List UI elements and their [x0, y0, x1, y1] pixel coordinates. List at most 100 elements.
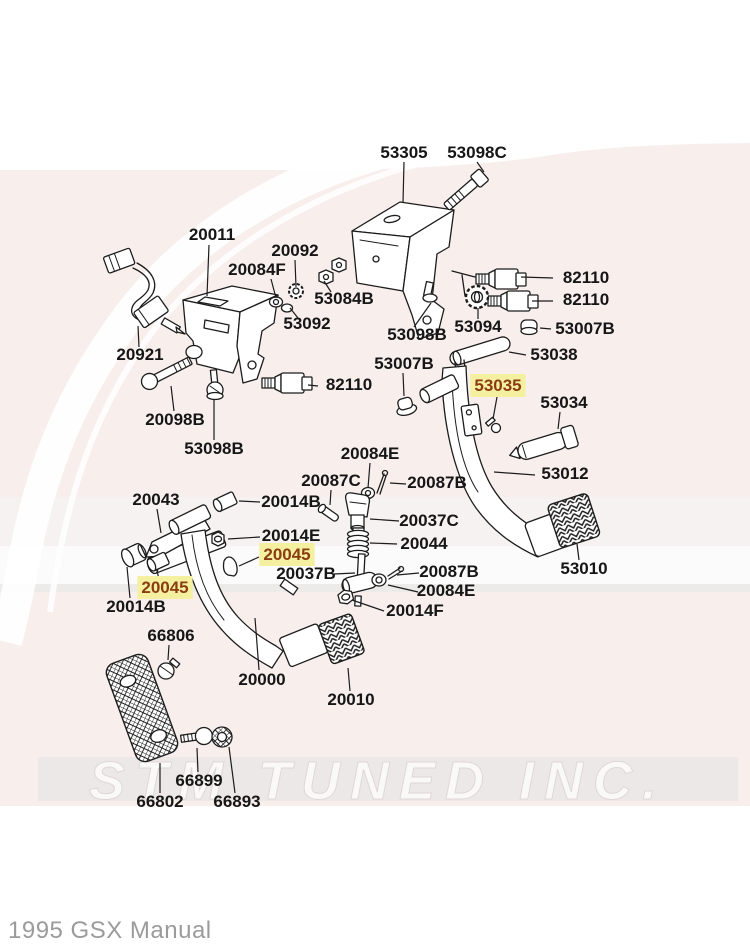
part-label-20921-13: 20921 — [116, 345, 163, 364]
part-label-20014B-25: 20014B — [261, 492, 321, 511]
clevis-parts-drawing — [317, 469, 405, 607]
connector-20921-drawing — [102, 247, 186, 335]
leader-line-20014F-36 — [351, 599, 385, 612]
leader-line-20084F-4 — [270, 278, 277, 299]
leader-line-53007B-11 — [539, 327, 552, 330]
part-label-20087B-23: 20087B — [407, 473, 467, 492]
part-label-53098B-9: 53098B — [387, 325, 447, 344]
leader-line-82110-15 — [307, 384, 319, 387]
part-label-53010-30: 53010 — [560, 559, 607, 578]
leader-line-20092-3 — [294, 259, 297, 288]
part-label-20044-28: 20044 — [400, 534, 448, 553]
capnut-53007B-left-drawing — [396, 396, 418, 417]
part-label-53007B-11: 53007B — [555, 319, 615, 338]
part-label-20045-29: 20045 — [263, 545, 310, 564]
part-label-53012-21: 53012 — [541, 464, 588, 483]
part-label-20084E-20: 20084E — [341, 444, 400, 463]
part-label-82110-15: 82110 — [326, 375, 372, 394]
part-label-53098B-19: 53098B — [184, 439, 244, 458]
damper-53034-drawing — [509, 424, 579, 461]
part-label-53092-6: 53092 — [283, 314, 330, 333]
streak-light — [0, 497, 750, 546]
leader-line-20014B-35 — [126, 566, 131, 599]
leader-line-20037C-26 — [369, 518, 400, 522]
watermark-strip — [38, 757, 738, 801]
bolt-20098B-drawing — [140, 356, 193, 391]
leader-line-20087B-23 — [389, 482, 407, 485]
leader-line-20044-28 — [369, 542, 398, 545]
leader-line-20037B-31 — [333, 572, 356, 575]
brake-pad-20010-drawing — [318, 613, 365, 665]
clutch-pad-53010-drawing — [547, 493, 601, 548]
capnut-53007B-right-drawing — [520, 319, 538, 336]
swoosh-line — [47, 149, 471, 613]
leader-line-66806-37 — [167, 644, 170, 661]
tube-53038-drawing — [449, 336, 511, 366]
part-label-20098B-18: 20098B — [145, 410, 205, 429]
part-label-66899-40: 66899 — [175, 771, 222, 790]
leader-line-20084E-34 — [387, 584, 419, 593]
leader-line-20000-38 — [254, 617, 260, 671]
leader-line-20045-29 — [238, 556, 260, 567]
leader-line-53035-16 — [492, 396, 498, 420]
part-label-82110-8: 82110 — [563, 290, 609, 309]
part-label-20084E-34: 20084E — [417, 581, 476, 600]
leader-line-53098B-9 — [413, 302, 432, 328]
leader-line-20087C-22 — [329, 489, 332, 506]
part-label-66806-37: 66806 — [147, 626, 194, 645]
part-label-20000-38: 20000 — [238, 670, 285, 689]
swoosh-band — [0, 124, 443, 646]
highlight-20045-29 — [259, 543, 315, 566]
part-label-20087B-32: 20087B — [419, 562, 479, 581]
part-label-20014B-35: 20014B — [106, 597, 166, 616]
nut-53094-drawing — [464, 284, 490, 310]
leader-line-53092-6 — [289, 307, 299, 319]
part-label-66802-41: 66802 — [136, 792, 183, 811]
part-label-20011-2: 20011 — [189, 225, 235, 244]
leader-line-53098C-1 — [476, 161, 485, 173]
leader-line-82110-7 — [520, 276, 554, 279]
bolt-53098C-drawing — [443, 168, 489, 211]
part-label-20037C-26: 20037C — [399, 511, 459, 530]
part-label-53084B-5: 53084B — [314, 289, 374, 308]
part-label-20084F-4: 20084F — [228, 260, 286, 279]
part-label-53007B-14: 53007B — [374, 354, 434, 373]
leader-line-20087B-32 — [396, 572, 420, 576]
part-label-20045-33: 20045 — [141, 578, 188, 597]
leader-line-20010-39 — [347, 667, 351, 692]
part-label-82110-7: 82110 — [563, 268, 609, 287]
leader-line-66899-40 — [196, 747, 199, 773]
leader-line-20011-2 — [206, 244, 210, 297]
screw-53098B-left-drawing — [206, 369, 224, 401]
leader-line-53007B-14 — [402, 372, 405, 397]
part-label-20092-3: 20092 — [271, 241, 318, 260]
leader-line-53012-21 — [493, 471, 536, 476]
pin-53035-drawing — [485, 416, 502, 434]
highlight-20045-33 — [137, 576, 193, 599]
watermark-text: STM TUNED INC. — [89, 751, 667, 811]
leader-line-53034-17 — [557, 411, 561, 430]
part-label-20010-39: 20010 — [327, 690, 374, 709]
leader-line-53010-30 — [576, 543, 580, 561]
part-label-53034-17: 53034 — [540, 393, 588, 412]
part-label-53035-16: 53035 — [474, 376, 521, 395]
leader-line-20921-13 — [137, 325, 140, 348]
leader-line-53084B-5 — [323, 280, 332, 293]
part-label-53098C-1: 53098C — [447, 143, 507, 162]
clutch-bracket-53305-drawing — [351, 201, 455, 340]
switch-link-lines — [451, 270, 476, 297]
leader-line-20098B-18 — [170, 385, 175, 412]
accelerator-drawing — [105, 653, 233, 763]
part-label-20043-24: 20043 — [132, 490, 179, 509]
leader-line-20014E-27 — [227, 536, 261, 540]
brake-bracket-20011-drawing — [182, 285, 279, 384]
brake-pedal-20000-drawing — [168, 504, 329, 669]
leader-line-53305-0 — [402, 161, 405, 204]
leader-line-53038-12 — [508, 351, 527, 356]
part-label-53094-10: 53094 — [454, 317, 502, 336]
part-label-20037B-31: 20037B — [276, 564, 336, 583]
top-fasteners-drawing — [268, 257, 438, 313]
